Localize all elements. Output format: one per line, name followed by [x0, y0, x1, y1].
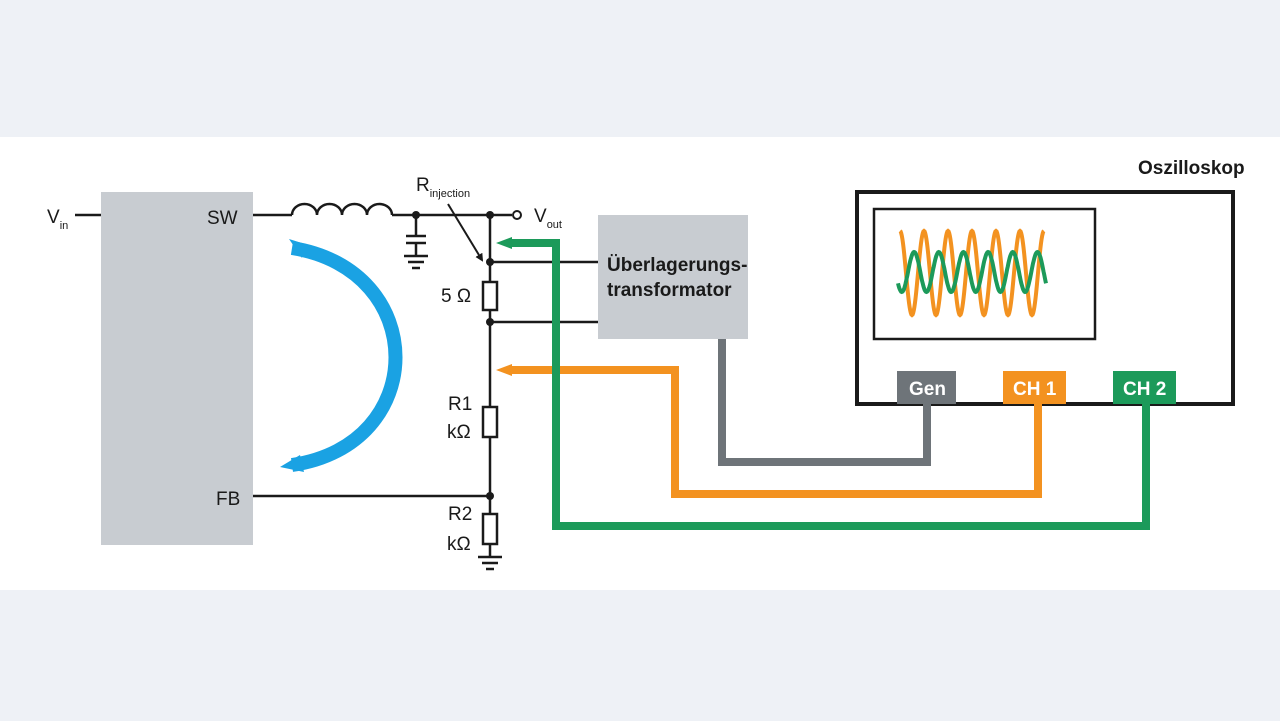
capacitor-icon — [406, 215, 426, 256]
ch1-probe-tip — [496, 364, 512, 376]
resistor-icon-r2 — [481, 512, 499, 546]
ground-icon-r2 — [478, 555, 502, 571]
scope-title: Oszilloskop — [1138, 158, 1245, 179]
r2-label-line2: kΩ — [447, 534, 471, 555]
ch1-button[interactable] — [1003, 371, 1066, 404]
fb-pin-label: FB — [216, 489, 240, 510]
scope-screen — [872, 207, 1097, 341]
vout-label: Vout — [534, 206, 562, 231]
ch2-cable — [510, 239, 1150, 530]
r2-label-line1: R2 — [448, 504, 472, 525]
ch2-probe-tip — [496, 237, 512, 249]
rinjection-label: Rinjection — [416, 175, 470, 200]
gen-button[interactable] — [897, 371, 956, 404]
transformer-label-line1: Überlagerungs- — [607, 255, 747, 276]
feedback-arc-arrow — [290, 241, 403, 472]
ch2-button-label: CH 2 — [1123, 379, 1166, 400]
transformer-label-line2: transformator — [607, 280, 732, 301]
r1-label-line2: kΩ — [447, 422, 471, 443]
resistor-icon-r1 — [481, 405, 499, 439]
fb-node — [486, 492, 494, 500]
ch1-cable — [510, 366, 1042, 498]
converter-ic-block — [101, 192, 253, 545]
ground-icon — [404, 254, 428, 270]
vout-terminal — [512, 210, 522, 220]
gen-cable — [718, 339, 931, 466]
transformer-box — [598, 215, 748, 339]
feedback-arc-arrowhead-top — [289, 239, 305, 258]
sw-pin-label: SW — [207, 208, 238, 229]
inductor-icon — [290, 202, 394, 216]
feedback-arc-arrowhead-bottom — [280, 455, 304, 472]
r5-label: 5 Ω — [441, 286, 471, 307]
ch2-button[interactable] — [1113, 371, 1176, 404]
ch1-button-label: CH 1 — [1013, 379, 1057, 400]
resistor-icon-5ohm — [481, 280, 499, 312]
rinjection-pointer-arrow — [447, 203, 484, 262]
r1-label-line1: R1 — [448, 394, 472, 415]
sine-waveform-ch1 — [898, 228, 1046, 318]
bottom-band — [0, 590, 1280, 721]
top-band — [0, 0, 1280, 137]
vin-label: Vin — [47, 207, 68, 232]
sine-waveform-ch2 — [896, 249, 1048, 295]
gen-button-label: Gen — [909, 379, 946, 400]
